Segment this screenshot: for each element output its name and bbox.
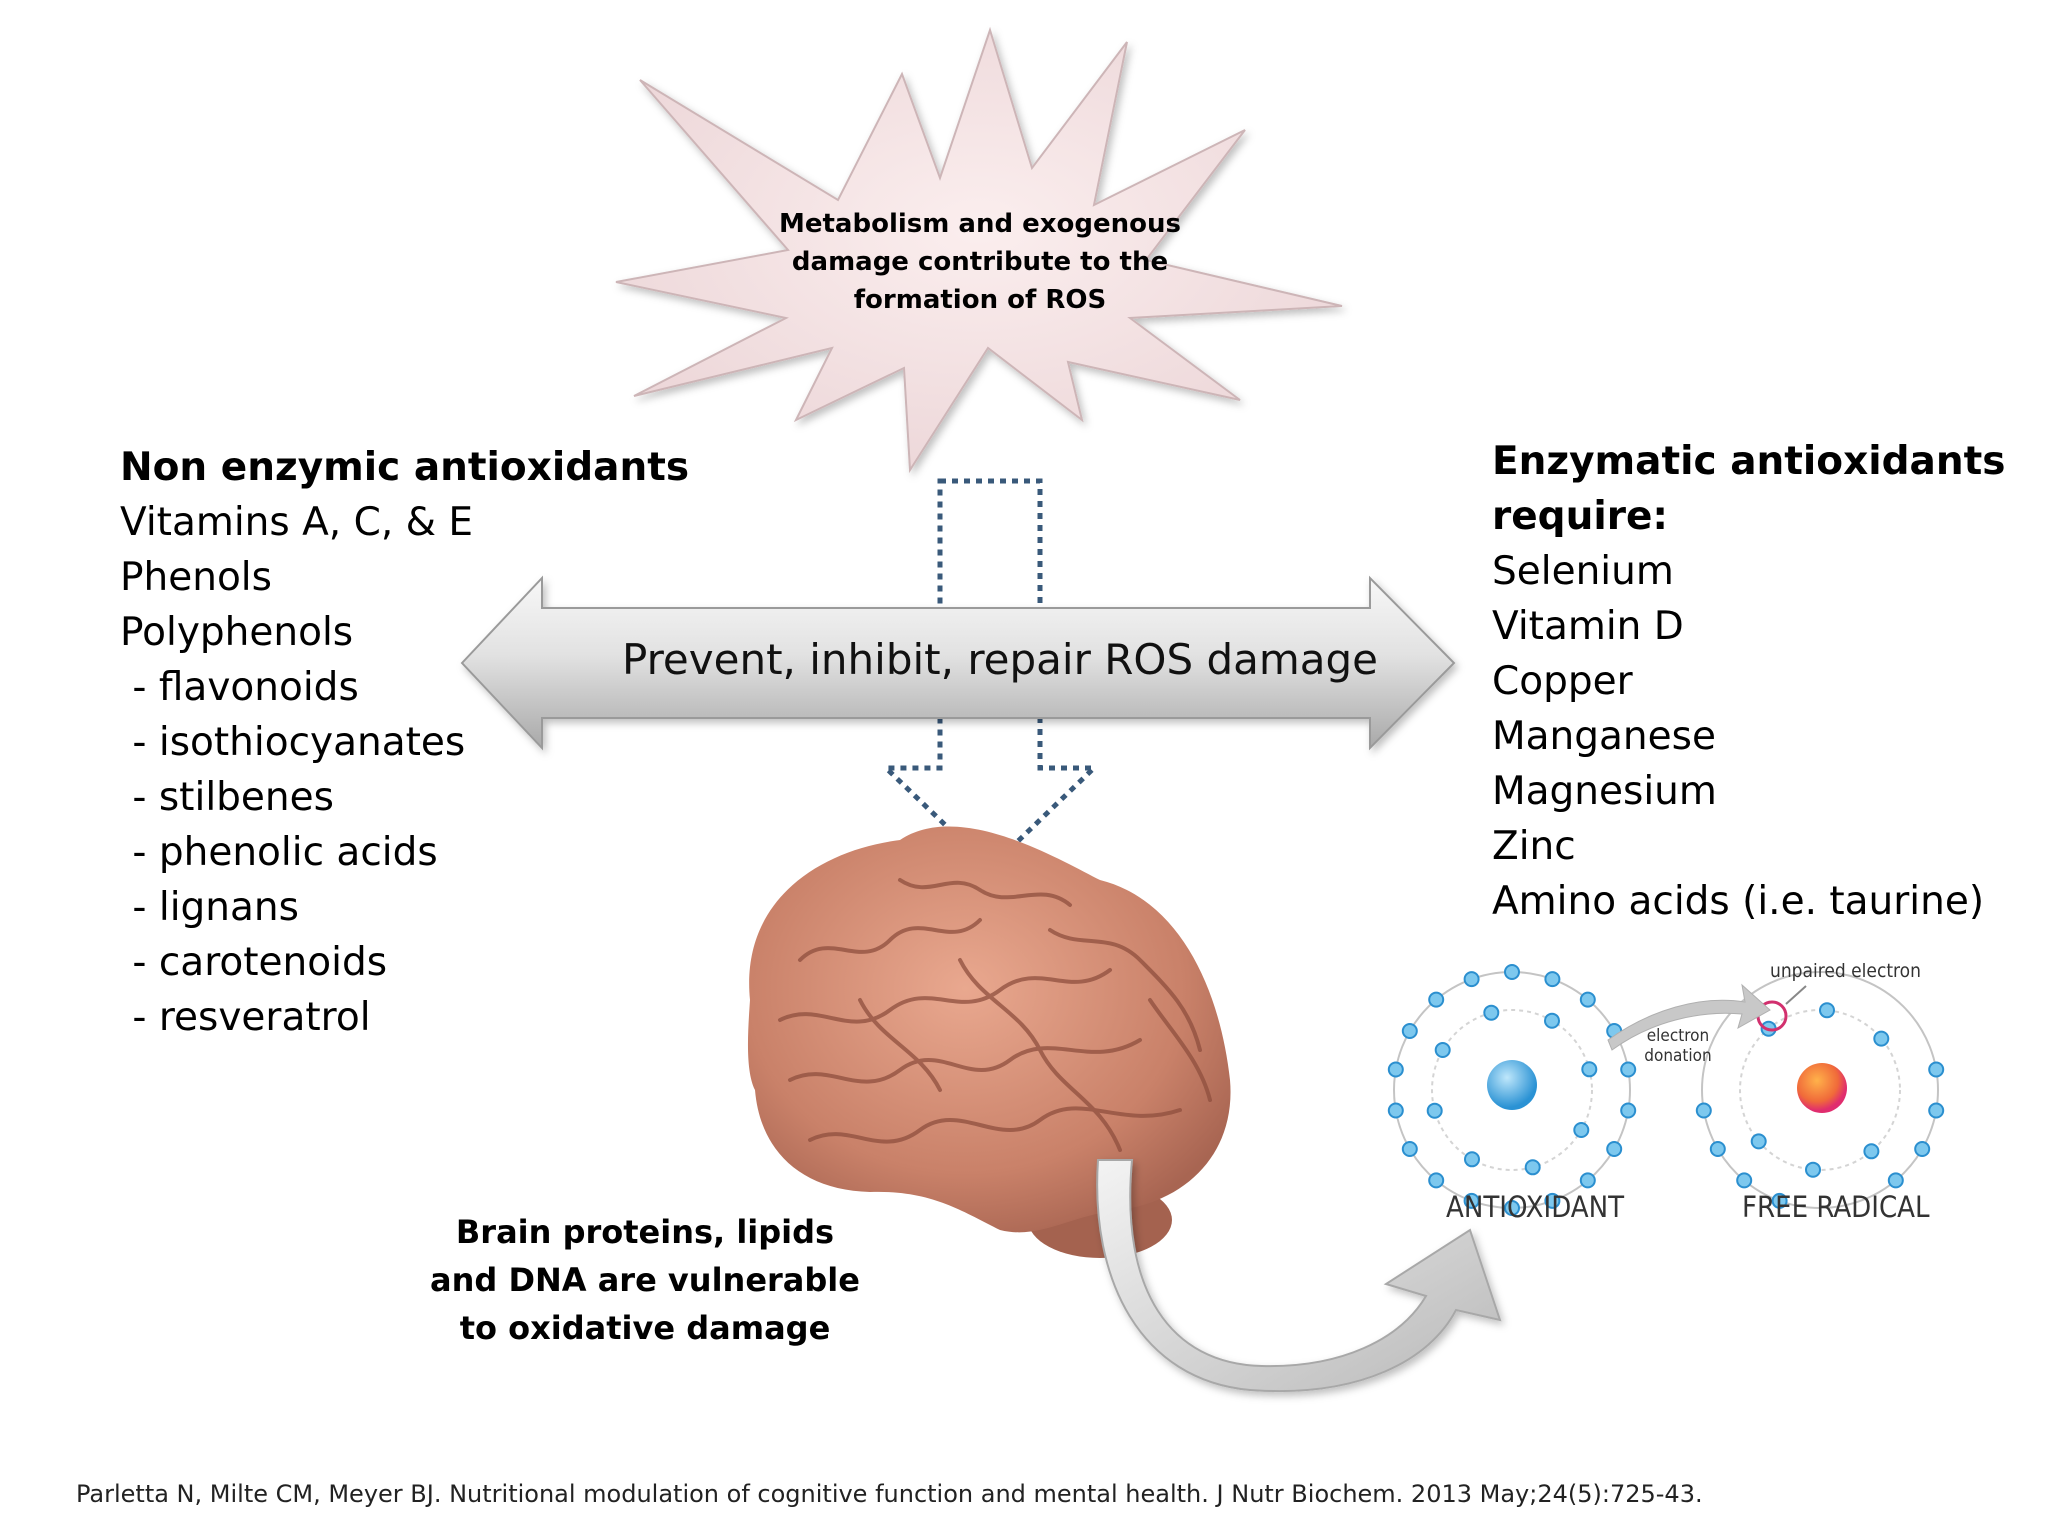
unpaired-electron-label: unpaired electron <box>1770 960 1921 982</box>
electron <box>1573 1122 1590 1138</box>
enzymatic-item: Vitamin D <box>1492 604 1684 649</box>
electron <box>1428 1172 1445 1189</box>
electron <box>1914 1141 1931 1157</box>
dotted-down-arrow <box>879 478 1101 872</box>
electron-donation-label: electron donation <box>1638 1026 1718 1066</box>
enzymatic-item: Zinc <box>1492 824 1576 869</box>
ros-star-shape <box>615 26 1343 474</box>
electron-donation-arrow <box>1607 983 1771 1051</box>
free-radical-label: FREE RADICAL <box>1742 1190 1930 1224</box>
enzymatic-item: Selenium <box>1492 549 1674 594</box>
double-arrow-shape <box>460 575 1456 751</box>
electron <box>1620 1061 1637 1078</box>
electron <box>1863 1143 1880 1160</box>
electron-donation-line1: electron <box>1646 1026 1710 1046</box>
electron <box>1819 1002 1835 1019</box>
electron <box>1928 1102 1945 1119</box>
electron <box>1750 1133 1767 1150</box>
electron <box>1434 1042 1451 1058</box>
enzymatic-title-line2: require: <box>1492 494 1669 539</box>
electron <box>1463 971 1480 988</box>
curved-arrow <box>1096 1159 1502 1392</box>
free-radical-atom <box>1695 971 1945 1209</box>
non-enzymic-item: - resveratrol <box>120 995 371 1040</box>
electron <box>1709 1141 1726 1157</box>
double-arrow-label: Prevent, inhibit, repair ROS damage <box>622 635 1378 684</box>
electron-donation-line2: donation <box>1644 1046 1712 1066</box>
non-enzymic-item: Polyphenols <box>120 610 354 655</box>
non-enzymic-item: Vitamins A, C, & E <box>120 500 474 545</box>
unpaired-electron-pointer <box>1785 985 1807 1005</box>
brain-caption: Brain proteins, lipids and DNA are vulne… <box>430 1213 860 1347</box>
electron <box>1928 1061 1945 1078</box>
ros-star-text: Metabolism and exogenous damage contribu… <box>779 209 1181 315</box>
non-enzymic-item: - lignans <box>120 885 299 930</box>
brain-image <box>747 826 1231 1258</box>
electron <box>1579 991 1596 1008</box>
enzymatic-title-line1: Enzymatic antioxidants <box>1492 439 2006 484</box>
non-enzymic-item: - phenolic acids <box>120 830 438 875</box>
electron <box>1483 1004 1500 1021</box>
electron <box>1695 1102 1712 1119</box>
electron <box>1428 991 1445 1008</box>
enzymatic-list: Enzymatic antioxidants require: Selenium… <box>1492 434 2005 929</box>
electron <box>1544 1012 1560 1029</box>
electron <box>1387 1061 1404 1078</box>
electron <box>1544 971 1561 988</box>
non-enzymic-item: - stilbenes <box>120 775 334 820</box>
non-enzymic-item: - isothiocyanates <box>120 720 466 765</box>
non-enzymic-title: Non enzymic antioxidants <box>120 445 690 490</box>
electron <box>1426 1102 1443 1119</box>
antioxidant-label: ANTIOXIDANT <box>1446 1190 1625 1224</box>
citation: Parletta N, Milte CM, Meyer BJ. Nutritio… <box>76 1480 1703 1508</box>
electron <box>1887 1172 1904 1189</box>
enzymatic-item: Amino acids (i.e. taurine) <box>1492 879 1985 924</box>
electron <box>1524 1159 1541 1176</box>
electron <box>1401 1141 1418 1157</box>
electron <box>1805 1161 1821 1178</box>
non-enzymic-list: Non enzymic antioxidants Vitamins A, C, … <box>120 440 689 1045</box>
electron <box>1504 964 1520 980</box>
electron <box>1504 1200 1520 1216</box>
electron <box>1401 1023 1418 1039</box>
enzymatic-item: Manganese <box>1492 714 1716 759</box>
free-radical-electrons <box>1695 1002 1945 1209</box>
antioxidant-atom <box>1387 964 1637 1216</box>
enzymatic-item: Copper <box>1492 659 1633 704</box>
non-enzymic-item: Phenols <box>120 555 272 600</box>
electron <box>1771 1192 1788 1209</box>
non-enzymic-item: - carotenoids <box>120 940 388 985</box>
electron <box>1387 1102 1404 1119</box>
electron <box>1579 1172 1596 1189</box>
electron <box>1873 1030 1890 1047</box>
electron <box>1544 1192 1561 1209</box>
electron <box>1736 1172 1753 1189</box>
electron <box>1464 1151 1480 1168</box>
electron <box>1581 1061 1598 1078</box>
electron <box>1463 1192 1480 1209</box>
electron <box>1606 1141 1623 1157</box>
electron <box>1620 1102 1637 1119</box>
antioxidant-electrons <box>1387 964 1637 1216</box>
non-enzymic-item: - flavonoids <box>120 665 359 710</box>
enzymatic-item: Magnesium <box>1492 769 1717 814</box>
